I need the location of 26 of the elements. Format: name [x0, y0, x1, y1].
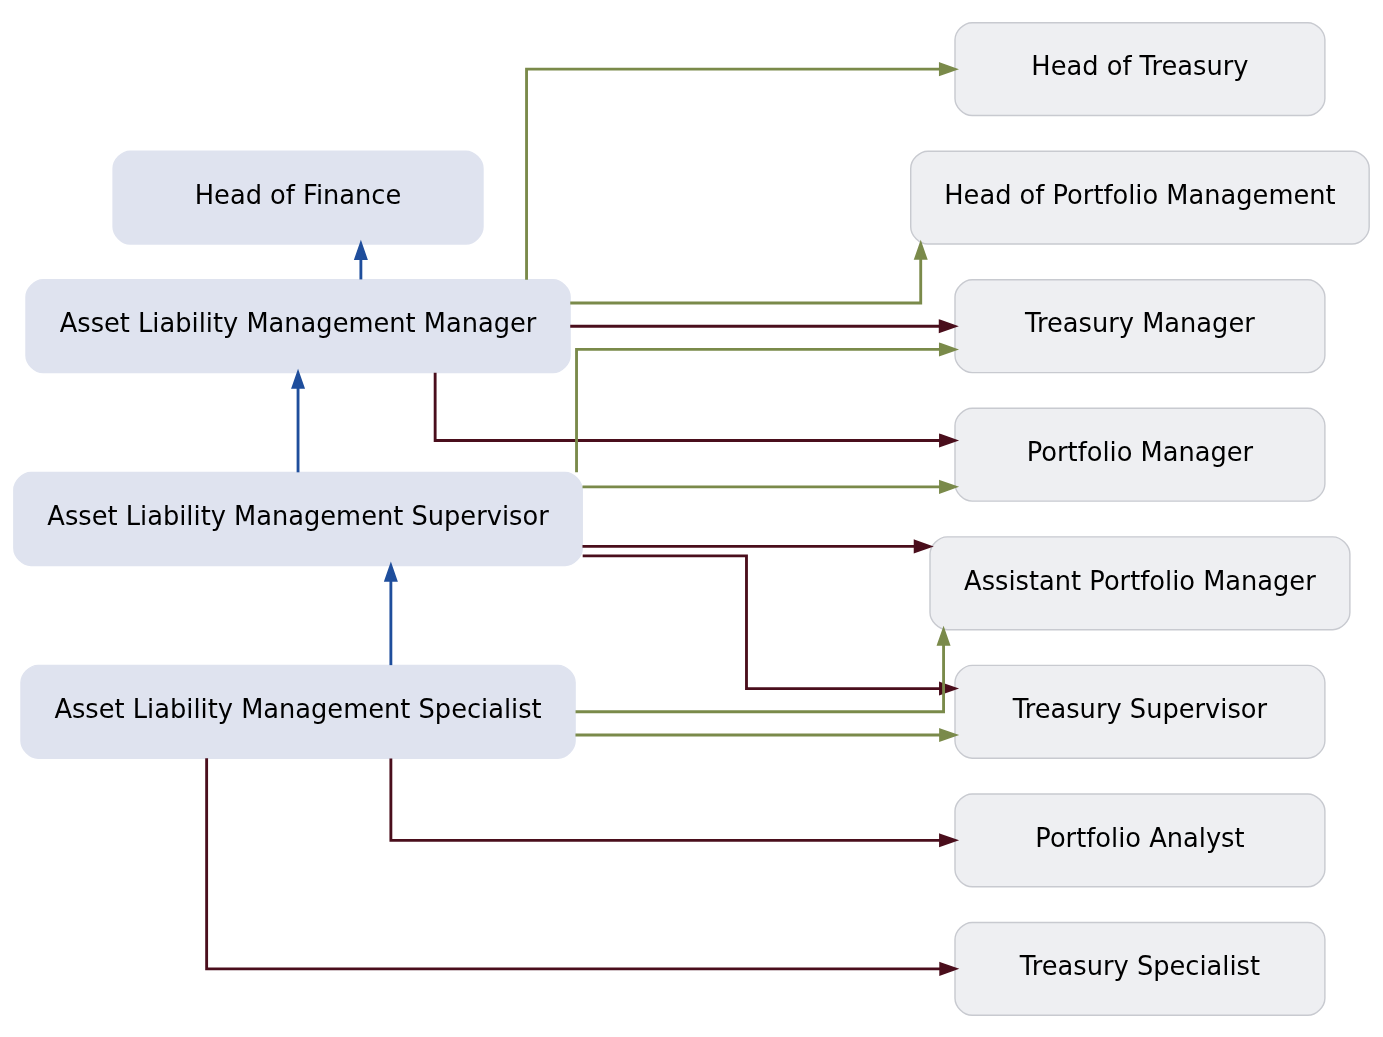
arrow [525, 61, 959, 280]
arrow [575, 727, 960, 742]
arrow [383, 561, 398, 665]
arrow [291, 368, 306, 472]
node-box: Head of Treasury [954, 21, 1326, 116]
node-box: Treasury Manager [954, 278, 1326, 373]
node-box: Head of Finance [112, 150, 484, 245]
node-box: Treasury Supervisor [954, 664, 1326, 759]
node-box: Head of Portfolio Management [910, 150, 1370, 245]
node-box: Treasury Specialist [954, 921, 1326, 1016]
arrow [389, 758, 960, 847]
node-box: Portfolio Analyst [954, 792, 1326, 887]
node-box: Asset Liability Management Supervisor [13, 471, 583, 566]
arrow [575, 625, 951, 713]
node-box: Assistant Portfolio Manager [929, 535, 1351, 630]
node-box: Asset Liability Management Specialist [20, 664, 576, 759]
arrow [582, 538, 934, 553]
node-box: Portfolio Manager [954, 407, 1326, 502]
arrow [570, 239, 928, 304]
arrow [570, 318, 959, 333]
arrow [575, 341, 959, 472]
arrow [582, 479, 960, 494]
arrow [353, 239, 368, 279]
arrow [433, 372, 960, 447]
arrow [205, 757, 960, 976]
node-box: Asset Liability Management Manager [25, 278, 571, 373]
